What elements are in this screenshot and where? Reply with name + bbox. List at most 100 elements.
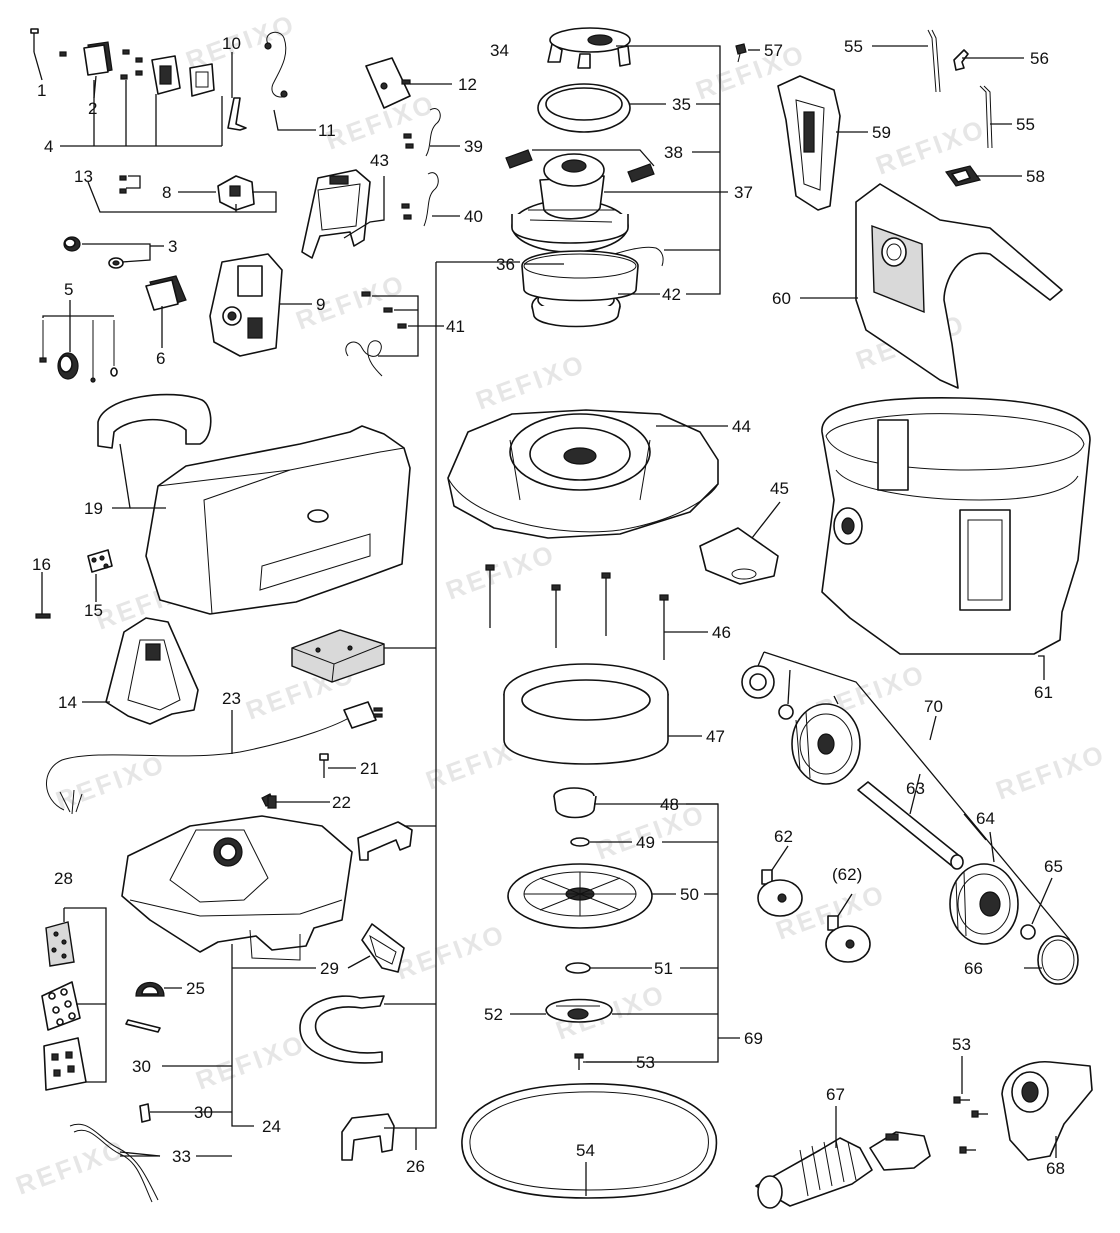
part-70-ring <box>778 704 794 720</box>
leader-lines <box>33 45 1071 1196</box>
part-64-wheel <box>949 863 1019 945</box>
part-54-gasket <box>461 1083 718 1199</box>
callout-59: 59 <box>872 123 891 142</box>
watermark: REFIXO <box>992 738 1110 805</box>
part-10-clip <box>227 97 247 131</box>
callout-labels: 1 2 4 10 11 12 39 40 43 13 8 3 5 6 9 41 … <box>32 34 1065 1178</box>
part-58-clip <box>944 165 982 187</box>
part-61-tank <box>821 397 1091 655</box>
callout-42: 42 <box>662 285 681 304</box>
callout-43: 43 <box>370 151 389 170</box>
callout-10: 10 <box>222 34 241 53</box>
watermark: REFIXO <box>592 798 710 865</box>
callout-38: 38 <box>664 143 683 162</box>
part-34-ring <box>547 27 631 69</box>
callout-8: 8 <box>162 183 171 202</box>
parts <box>30 27 1093 1209</box>
callout-22: 22 <box>332 793 351 812</box>
callout-36: 36 <box>496 255 515 274</box>
part-26-ring <box>521 250 639 302</box>
callout-49: 49 <box>636 833 655 852</box>
part-26-latch <box>341 1113 395 1161</box>
part-16-screw <box>35 576 51 619</box>
callout-54: 54 <box>576 1141 595 1160</box>
callout-23: 23 <box>222 689 241 708</box>
callout-16: 16 <box>32 555 51 574</box>
part-47-filter <box>503 663 669 765</box>
callout-52: 52 <box>484 1005 503 1024</box>
callout-26: 26 <box>406 1157 425 1176</box>
callout-62-alt: (62) <box>832 865 862 884</box>
part-56-clip <box>953 49 969 71</box>
callout-44: 44 <box>732 417 751 436</box>
callout-67: 67 <box>826 1085 845 1104</box>
part-26-foam <box>291 629 385 683</box>
part-59-bracket <box>777 75 841 211</box>
part-19-top-housing <box>97 393 411 615</box>
part-28-foam <box>41 921 87 1091</box>
callout-9: 9 <box>316 295 325 314</box>
part-62-caster <box>757 869 803 917</box>
part-66-cap <box>1037 935 1079 985</box>
part-49-oring <box>570 837 590 847</box>
callout-14: 14 <box>58 693 77 712</box>
part-33-wire <box>69 1123 159 1203</box>
callout-30-lower: 30 <box>194 1103 213 1122</box>
callout-12: 12 <box>458 75 477 94</box>
part-40-wire <box>401 172 439 227</box>
part-37-motor <box>511 153 629 253</box>
callout-58: 58 <box>1026 167 1045 186</box>
callout-21: 21 <box>360 759 379 778</box>
part-67-hose <box>755 1131 931 1209</box>
callout-25: 25 <box>186 979 205 998</box>
part-41-parts <box>345 291 407 377</box>
callout-11: 11 <box>318 121 336 140</box>
part-62-caster-alt <box>825 915 871 963</box>
callout-4: 4 <box>44 137 53 156</box>
callout-35: 35 <box>672 95 691 114</box>
callout-34: 34 <box>490 41 509 60</box>
part-29-plate <box>361 923 405 973</box>
callout-64: 64 <box>976 809 995 828</box>
part-63-axle <box>857 781 964 870</box>
part-14-frame <box>105 617 199 725</box>
callout-61: 61 <box>1034 683 1053 702</box>
part-23-cable <box>46 701 383 815</box>
part-60-bag <box>855 183 1063 389</box>
callout-29: 29 <box>320 959 339 978</box>
callout-48: 48 <box>660 795 679 814</box>
watermark: REFIXO <box>292 268 410 335</box>
callout-53-center: 53 <box>636 1053 655 1072</box>
part-21-screw <box>319 753 329 778</box>
callout-57: 57 <box>764 41 783 60</box>
part-26-clip <box>357 821 413 861</box>
part-30-pins <box>125 1019 161 1123</box>
callout-53-right: 53 <box>952 1035 971 1054</box>
part-52-float <box>545 998 613 1023</box>
part-51-washer <box>565 962 591 974</box>
part-26-strap <box>299 995 385 1064</box>
part-39-wire <box>403 108 441 157</box>
part-4-switch <box>151 55 215 97</box>
watermark: REFIXO <box>12 1133 130 1200</box>
callout-30-upper: 30 <box>132 1057 151 1076</box>
callout-33: 33 <box>172 1147 191 1166</box>
part-45-cover <box>699 527 779 585</box>
part-24-base <box>121 815 353 961</box>
part-43-holder <box>301 169 371 259</box>
callout-46: 46 <box>712 623 731 642</box>
part-25-cap <box>135 981 165 997</box>
callout-6: 6 <box>156 349 165 368</box>
callout-65: 65 <box>1044 857 1063 876</box>
part-5-parts <box>39 320 118 383</box>
part-12-bracket <box>365 57 411 109</box>
callout-5: 5 <box>64 280 73 299</box>
callout-3: 3 <box>168 237 177 256</box>
part-8-switch-block <box>119 175 255 211</box>
callout-60: 60 <box>772 289 791 308</box>
part-22-clip <box>261 793 277 809</box>
part-6-cap <box>145 275 187 311</box>
part-65-clip <box>1020 924 1036 940</box>
part-1-screw <box>30 28 39 52</box>
